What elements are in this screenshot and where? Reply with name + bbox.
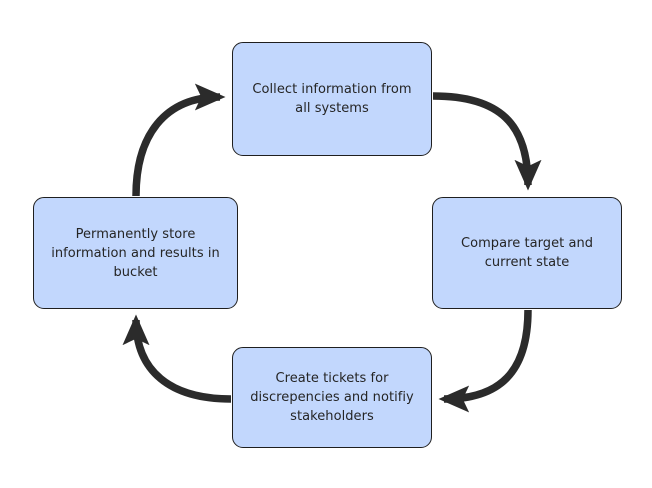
- edge-compare-to-tickets: [438, 309, 532, 413]
- node-permanently-store[interactable]: Permanently store information and result…: [33, 197, 238, 309]
- edge-collect-to-compare: [432, 92, 542, 191]
- node-create-tickets[interactable]: Create tickets for discrepencies and not…: [232, 347, 432, 448]
- node-collect-information[interactable]: Collect information from all systems: [232, 42, 432, 156]
- node-create-tickets-label: Create tickets for discrepencies and not…: [250, 371, 414, 424]
- edge-store-to-collect: [132, 83, 226, 197]
- edge-tickets-to-store: [122, 314, 232, 403]
- node-compare-state-label: Compare target and current state: [460, 236, 594, 270]
- node-compare-state[interactable]: Compare target and current state: [432, 197, 622, 309]
- node-permanently-store-label: Permanently store information and result…: [51, 226, 220, 280]
- node-collect-information-label: Collect information from all systems: [252, 82, 412, 116]
